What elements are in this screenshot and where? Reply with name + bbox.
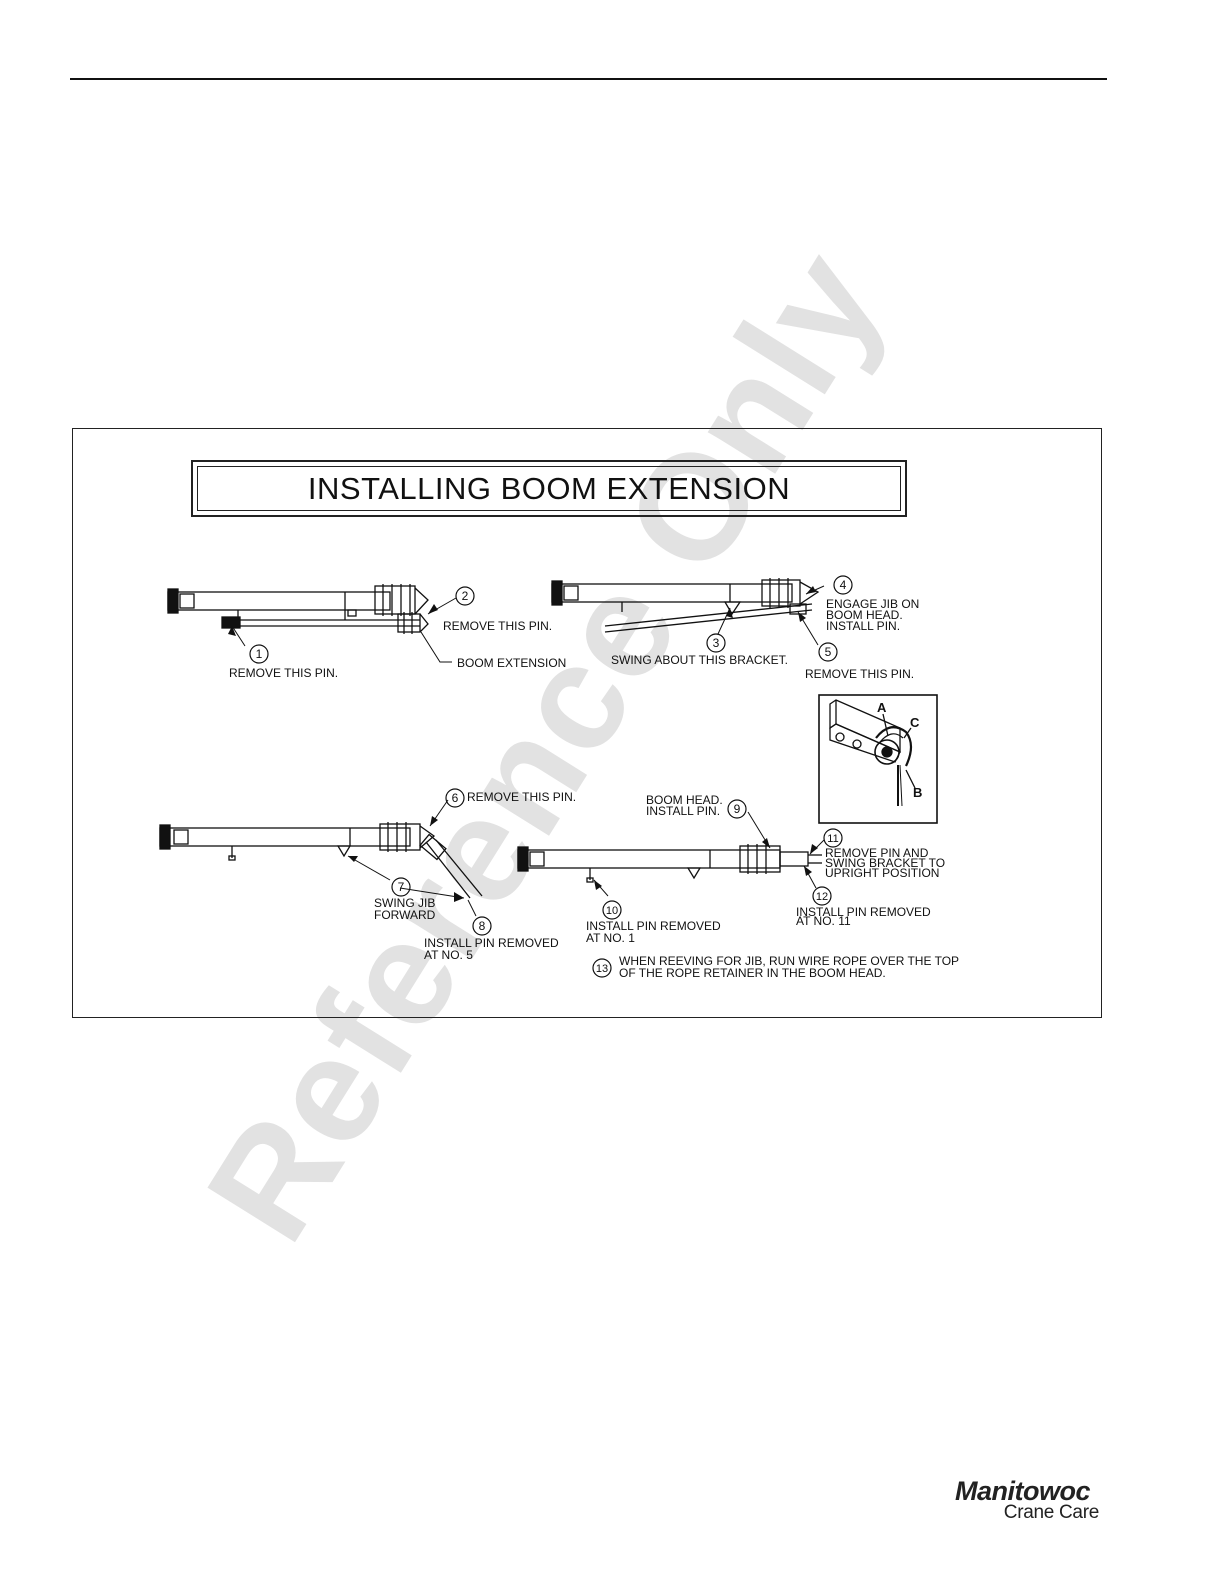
callout-circles	[249, 575, 853, 978]
callout-num-3: 3	[713, 636, 720, 650]
callout-label-4-line-3: INSTALL PIN.	[826, 619, 900, 633]
logo-brand: Manitowoc	[955, 1476, 1091, 1506]
callout-label-8-line-1: INSTALL PIN REMOVED	[424, 936, 559, 950]
callout-num-2: 2	[462, 589, 469, 603]
callout-label-1: REMOVE THIS PIN.	[229, 666, 338, 680]
callout-num-4: 4	[840, 578, 847, 592]
callout-label-10-line-2: AT NO. 1	[586, 931, 635, 945]
inset-label-c: C	[910, 715, 920, 730]
callout-label-8-line-2: AT NO. 5	[424, 948, 473, 962]
callout-label-2: REMOVE THIS PIN.	[443, 619, 552, 633]
manitowoc-crane-care-logo: Manitowoc Crane Care	[955, 1476, 1105, 1524]
callout-num-7: 7	[398, 880, 405, 894]
inset-label-b: B	[913, 785, 922, 800]
header-rule	[70, 78, 1107, 80]
callout-label-boom-extension: BOOM EXTENSION	[457, 656, 566, 670]
callout-num-9: 9	[734, 802, 741, 816]
callout-label-4-line-1: ENGAGE JIB ON	[826, 597, 919, 611]
callout-num-10: 10	[606, 905, 618, 917]
boom-drawing-step-4	[517, 844, 822, 883]
callout-label-9-line-2: INSTALL PIN.	[646, 804, 720, 818]
callout-num-6: 6	[452, 791, 459, 805]
callout-num-11: 11	[827, 833, 838, 845]
callout-label-4-line-2: BOOM HEAD.	[826, 608, 903, 622]
callout-label-7-line-2: FORWARD	[374, 908, 436, 922]
callout-label-12-line-2: AT NO. 11	[796, 914, 851, 928]
boom-drawing-step-2	[551, 578, 820, 633]
callout-num-1: 1	[256, 647, 263, 661]
logo-subtitle: Crane Care	[1003, 1502, 1100, 1523]
callout-label-11-line-3: UPRIGHT POSITION	[825, 866, 939, 880]
callout-num-8: 8	[479, 919, 486, 933]
callout-label-11-line-1: REMOVE PIN AND	[825, 846, 929, 860]
figure-title: INSTALLING BOOM EXTENSION	[307, 470, 791, 506]
arrowheads	[228, 586, 818, 902]
callout-label-5: REMOVE THIS PIN.	[805, 667, 914, 681]
inset-label-a: A	[877, 700, 887, 715]
callout-label-13-line-2: OF THE ROPE RETAINER IN THE BOOM HEAD.	[619, 966, 886, 980]
callout-label-6: REMOVE THIS PIN.	[467, 790, 576, 804]
callout-label-12-line-1: INSTALL PIN REMOVED	[796, 905, 931, 919]
boom-drawing-step-3	[159, 822, 483, 899]
callout-label-9-line-1: BOOM HEAD.	[646, 793, 723, 807]
callout-label-11-line-2: SWING BRACKET TO	[825, 856, 945, 870]
callout-label-3: SWING ABOUT THIS BRACKET.	[611, 653, 788, 667]
callout-label-13-line-1: WHEN REEVING FOR JIB, RUN WIRE ROPE OVER…	[619, 954, 959, 968]
callout-num-12: 12	[816, 891, 828, 903]
callout-num-13: 13	[596, 963, 608, 975]
rope-retainer-inset	[818, 694, 938, 824]
callout-label-7-line-1: SWING JIB	[374, 896, 435, 910]
figure-title-box: INSTALLING BOOM EXTENSION	[191, 460, 907, 517]
callout-num-5: 5	[825, 645, 832, 659]
callout-label-10-line-1: INSTALL PIN REMOVED	[586, 919, 721, 933]
figure-frame	[72, 428, 1102, 1018]
boom-drawing-step-1	[167, 584, 429, 634]
